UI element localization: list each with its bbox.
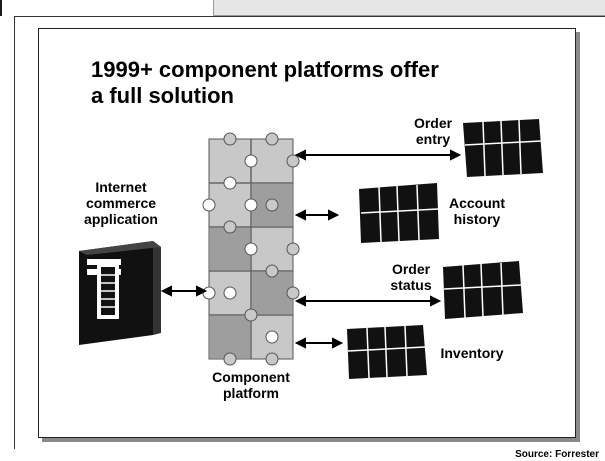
- database-order-entry-icon: [463, 119, 543, 177]
- database-order-status-icon: [443, 261, 523, 319]
- label-order-status: Order status: [390, 261, 432, 293]
- slide-title: 1999+ component platforms offer a full s…: [91, 57, 439, 108]
- label-inventory: Inventory: [440, 345, 504, 361]
- database-account-history-icon: [359, 183, 439, 243]
- label-internet-app: Internet commerce application: [84, 179, 158, 227]
- slide: 1999+ component platforms offer a full s…: [38, 28, 576, 438]
- header-band: [213, 0, 605, 16]
- source-caption: Source: Forrester: [515, 449, 599, 460]
- left-edge-line: [0, 0, 2, 16]
- connector-arrows: [160, 149, 462, 349]
- label-order-entry: Order entry: [413, 115, 453, 147]
- database-inventory-icon: [347, 325, 427, 379]
- server-tower-icon: [79, 241, 161, 345]
- diagram: [79, 119, 543, 379]
- puzzle-platform-icon: [202, 132, 300, 366]
- top-strip: [0, 0, 605, 16]
- label-component-platform: Component platform: [212, 369, 290, 401]
- label-account-history: Account history: [449, 195, 505, 227]
